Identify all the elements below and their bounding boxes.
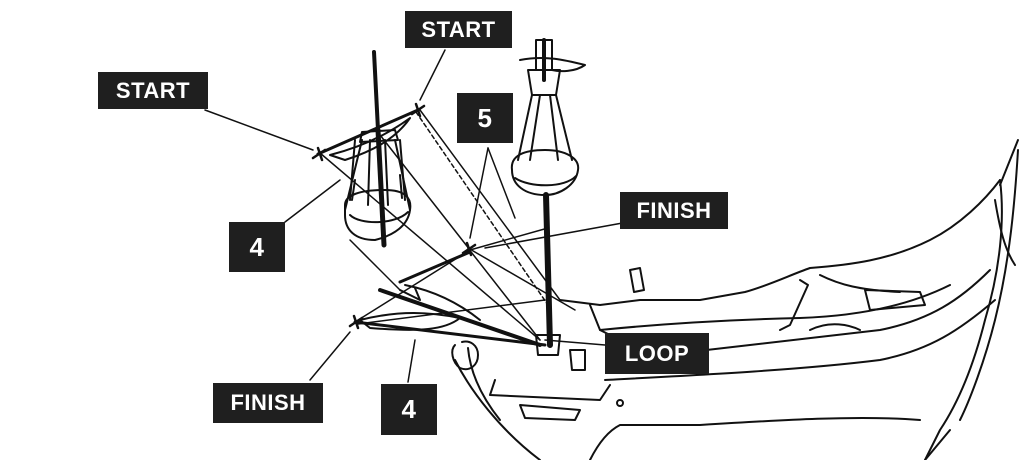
- label-loop: LOOP: [605, 333, 709, 374]
- label-finish-right: FINISH: [620, 192, 728, 229]
- label-finish-left: FINISH: [213, 383, 323, 423]
- rigging-lines: [320, 110, 575, 340]
- mainmast: [512, 40, 585, 355]
- label-4-lower: 4: [381, 384, 437, 435]
- label-start-top: START: [405, 11, 512, 48]
- leader-lines: [205, 50, 628, 382]
- yards: [318, 110, 545, 345]
- label-4-upper: 4: [229, 222, 285, 272]
- foremast: [345, 52, 410, 245]
- label-5: 5: [457, 93, 513, 143]
- label-start-left: START: [98, 72, 208, 109]
